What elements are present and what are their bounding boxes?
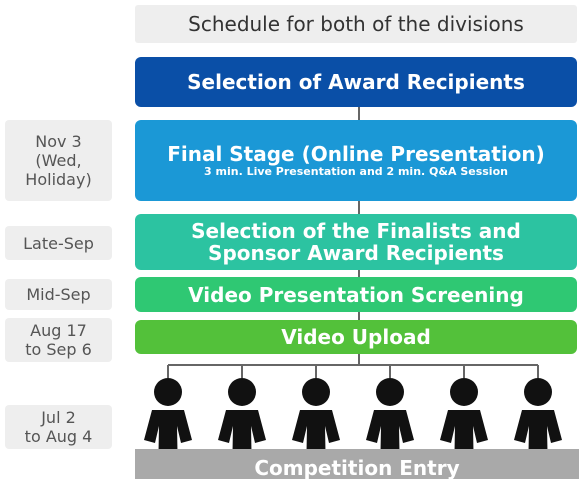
person-icon <box>440 378 488 479</box>
date-final: Nov 3 (Wed, Holiday) <box>5 120 112 201</box>
stage-finalists-title-line1: Selection of the Finalists and <box>191 219 521 243</box>
date-entry: Jul 2 to Aug 4 <box>5 405 112 449</box>
stage-upload: Video Upload <box>135 320 577 354</box>
connector-line <box>358 354 360 364</box>
person-icon <box>144 378 192 479</box>
stage-award-title: Selection of Award Recipients <box>187 70 525 94</box>
connector-line <box>358 312 360 320</box>
connector-line <box>358 270 360 277</box>
stage-entry: Competition Entry <box>135 449 579 479</box>
stage-finalists: Selection of the Finalists and Sponsor A… <box>135 214 577 270</box>
connector-line <box>358 107 360 120</box>
date-finalists: Late-Sep <box>5 226 112 260</box>
date-upload: Aug 17 to Sep 6 <box>5 318 112 362</box>
connector-line <box>358 201 360 214</box>
stage-screening: Video Presentation Screening <box>135 277 577 312</box>
stage-finalists-title-line2: Sponsor Award Recipients <box>208 241 504 265</box>
person-icon <box>366 378 414 479</box>
person-icon <box>514 378 562 479</box>
stage-final-title: Final Stage (Online Presentation) <box>167 142 545 166</box>
date-screening: Mid-Sep <box>5 279 112 310</box>
stage-upload-title: Video Upload <box>281 325 431 349</box>
participants-group <box>144 364 562 479</box>
person-icon <box>218 378 266 479</box>
schedule-title: Schedule for both of the divisions <box>135 5 577 43</box>
stage-final-subtitle: 3 min. Live Presentation and 2 min. Q&A … <box>204 165 508 178</box>
stage-award-selection: Selection of Award Recipients <box>135 57 577 107</box>
stage-entry-title: Competition Entry <box>254 456 460 479</box>
stage-screening-title: Video Presentation Screening <box>188 282 524 307</box>
person-icon <box>292 378 340 479</box>
stage-final: Final Stage (Online Presentation) 3 min.… <box>135 120 577 201</box>
